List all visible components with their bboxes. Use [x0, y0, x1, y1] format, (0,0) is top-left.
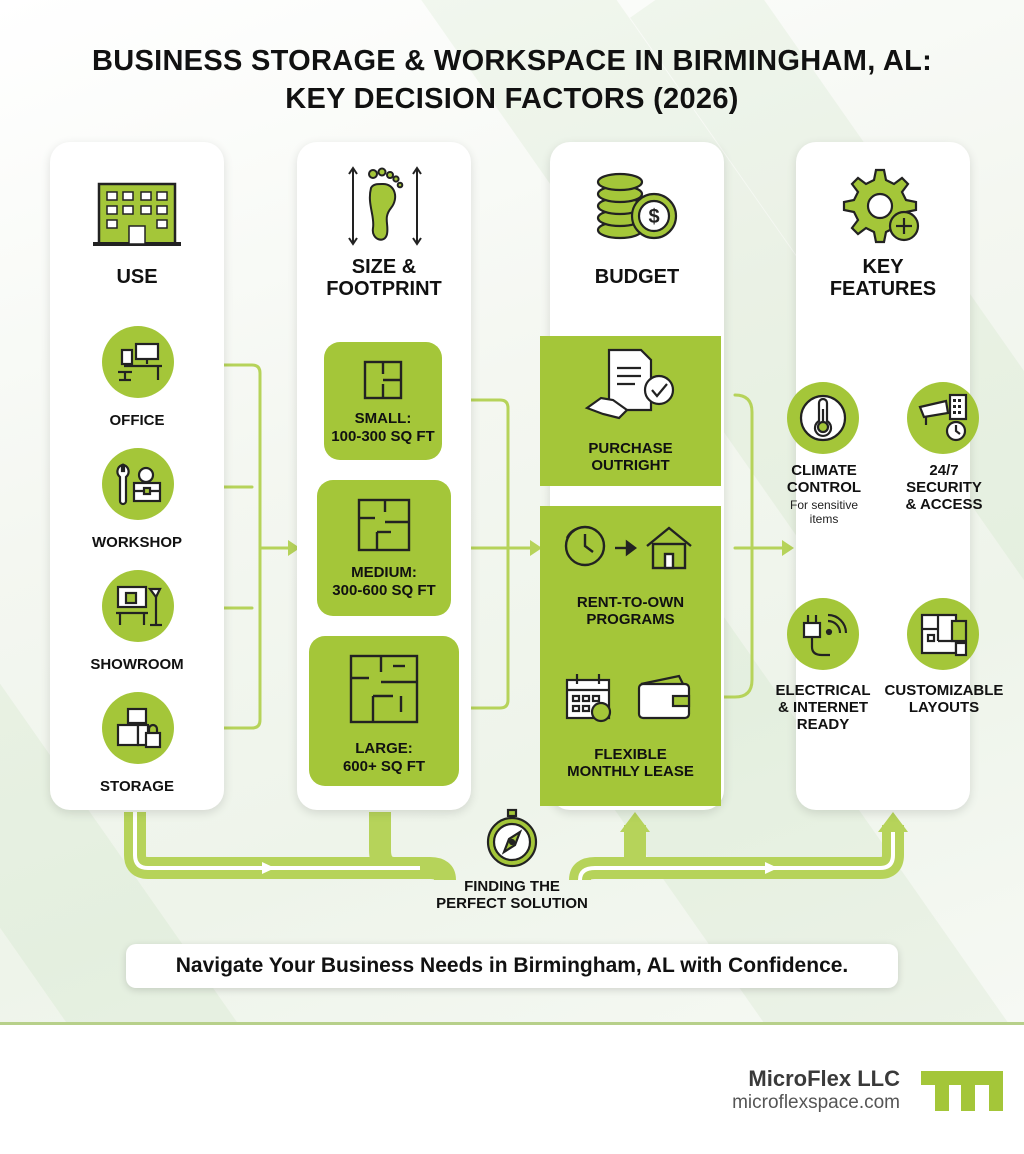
use-heading: USE	[116, 266, 158, 288]
microflex-logo	[921, 1071, 1003, 1111]
feature-climate-note: For sensitive items	[766, 498, 882, 526]
finding-label: FINDING THE PERFECT SOLUTION	[412, 878, 612, 912]
feature-security-label: 24/7 SECURITY & ACCESS	[886, 462, 1002, 513]
feature-electrical-line-2: & INTERNET	[778, 699, 868, 716]
large-floorplan-icon	[349, 654, 419, 724]
budget-rent-label: RENT-TO-OWN PROGRAMS	[540, 594, 721, 628]
title-line-1: BUSINESS STORAGE & WORKSPACE IN BIRMINGH…	[91, 45, 933, 77]
finding-line-2: PERFECT SOLUTION	[436, 895, 588, 912]
use-column: USE OFFICE WORKSH	[50, 142, 224, 810]
feature-security-line-3: & ACCESS	[905, 496, 983, 513]
calendar-wallet-icon	[565, 674, 690, 723]
size-large-card: LARGE: 600+ SQ FT	[309, 636, 459, 786]
budget-rent-line-2: PROGRAMS	[586, 611, 675, 628]
page-title: BUSINESS STORAGE & WORKSPACE IN BIRMINGH…	[0, 42, 1024, 118]
budget-purchase-line-2: OUTRIGHT	[591, 457, 670, 474]
budget-purchase-line-1: PURCHASE	[588, 440, 673, 457]
footprint-icon	[348, 166, 422, 246]
feature-electrical-label: ELECTRICAL & INTERNET READY	[760, 682, 886, 733]
security-camera-keypad-icon	[907, 382, 979, 454]
layout-blueprint-icon	[907, 598, 979, 670]
office-desk-icon	[102, 326, 174, 398]
use-item-office: OFFICE	[109, 412, 165, 429]
coins-dollar-icon: $	[596, 172, 678, 240]
feature-layouts-line-1: CUSTOMIZABLE	[884, 682, 1004, 699]
use-item-storage: STORAGE	[100, 778, 174, 795]
size-large-line-2: 600+ SQ FT	[342, 758, 426, 775]
brand-url[interactable]: microflexspace.com	[732, 1092, 900, 1113]
gear-plus-icon	[842, 168, 920, 244]
showroom-display-icon	[102, 570, 174, 642]
thermometer-icon	[787, 382, 859, 454]
feature-security-line-2: SECURITY	[906, 479, 982, 496]
clock-to-house-icon	[564, 525, 692, 570]
size-column: SIZE & FOOTPRINT SMALL: 100-300 SQ FT ME…	[297, 142, 471, 810]
size-heading-line-1: SIZE &	[351, 256, 417, 278]
size-large-line-1: LARGE:	[355, 740, 413, 757]
features-heading: KEY FEATURES	[796, 256, 970, 300]
small-floorplan-icon	[363, 360, 403, 400]
feature-climate-label: CLIMATE CONTROL	[766, 462, 882, 496]
feature-climate-line-1: CLIMATE	[791, 462, 857, 479]
finding-line-1: FINDING THE	[464, 878, 560, 895]
use-item-workshop: WORKSHOP	[92, 534, 182, 551]
office-building-icon	[93, 182, 181, 246]
footer	[0, 1025, 1024, 1154]
feature-electrical-line-1: ELECTRICAL	[775, 682, 871, 699]
size-medium-card: MEDIUM: 300-600 SQ FT	[317, 480, 451, 616]
feature-climate-note-line-2: items	[809, 512, 839, 526]
svg-text:$: $	[648, 206, 659, 228]
plug-wifi-icon	[787, 598, 859, 670]
features-heading-line-1: KEY	[862, 256, 904, 278]
contract-handshake-icon	[584, 348, 674, 420]
feature-climate-line-2: CONTROL	[786, 479, 862, 496]
medium-floorplan-icon	[357, 498, 411, 552]
feature-security-line-1: 24/7	[929, 462, 959, 479]
budget-rent-band: RENT-TO-OWN PROGRAMS	[540, 506, 721, 656]
use-item-showroom: SHOWROOM	[90, 656, 184, 673]
budget-lease-label: FLEXIBLE MONTHLY LEASE	[540, 746, 721, 780]
size-small-card: SMALL: 100-300 SQ FT	[324, 342, 442, 460]
feature-layouts-line-2: LAYOUTS	[908, 699, 980, 716]
feature-climate-note-line-1: For sensitive	[789, 498, 859, 512]
size-small-line-2: 100-300 SQ FT	[331, 428, 435, 445]
feature-electrical-line-3: READY	[796, 716, 850, 733]
features-column: KEY FEATURES CLIMATE CONTROL For sensiti…	[776, 142, 1003, 810]
title-line-2: KEY DECISION FACTORS (2026)	[285, 83, 739, 115]
budget-purchase-band: PURCHASE OUTRIGHT	[540, 336, 721, 486]
footer-divider	[0, 1022, 1024, 1025]
compass-icon	[486, 808, 538, 868]
wrench-toolbox-icon	[102, 448, 174, 520]
size-medium-line-2: 300-600 SQ FT	[332, 582, 436, 599]
feature-layouts-label: CUSTOMIZABLE LAYOUTS	[874, 682, 1014, 716]
budget-lease-line-1: FLEXIBLE	[594, 746, 667, 763]
budget-rent-line-1: RENT-TO-OWN	[576, 594, 685, 611]
budget-heading: BUDGET	[594, 266, 680, 288]
size-medium-line-1: MEDIUM:	[351, 564, 417, 581]
tagline-banner: Navigate Your Business Needs in Birmingh…	[126, 944, 898, 988]
budget-purchase-label: PURCHASE OUTRIGHT	[540, 440, 721, 474]
size-heading-line-2: FOOTPRINT	[326, 278, 442, 300]
size-small-line-1: SMALL:	[354, 410, 412, 427]
features-heading-line-2: FEATURES	[829, 278, 937, 300]
budget-lease-band: FLEXIBLE MONTHLY LEASE	[540, 656, 721, 806]
storage-boxes-lock-icon	[102, 692, 174, 764]
brand-name: MicroFlex LLC	[748, 1066, 900, 1091]
budget-lease-line-2: MONTHLY LEASE	[567, 763, 694, 780]
size-heading: SIZE & FOOTPRINT	[297, 256, 471, 300]
